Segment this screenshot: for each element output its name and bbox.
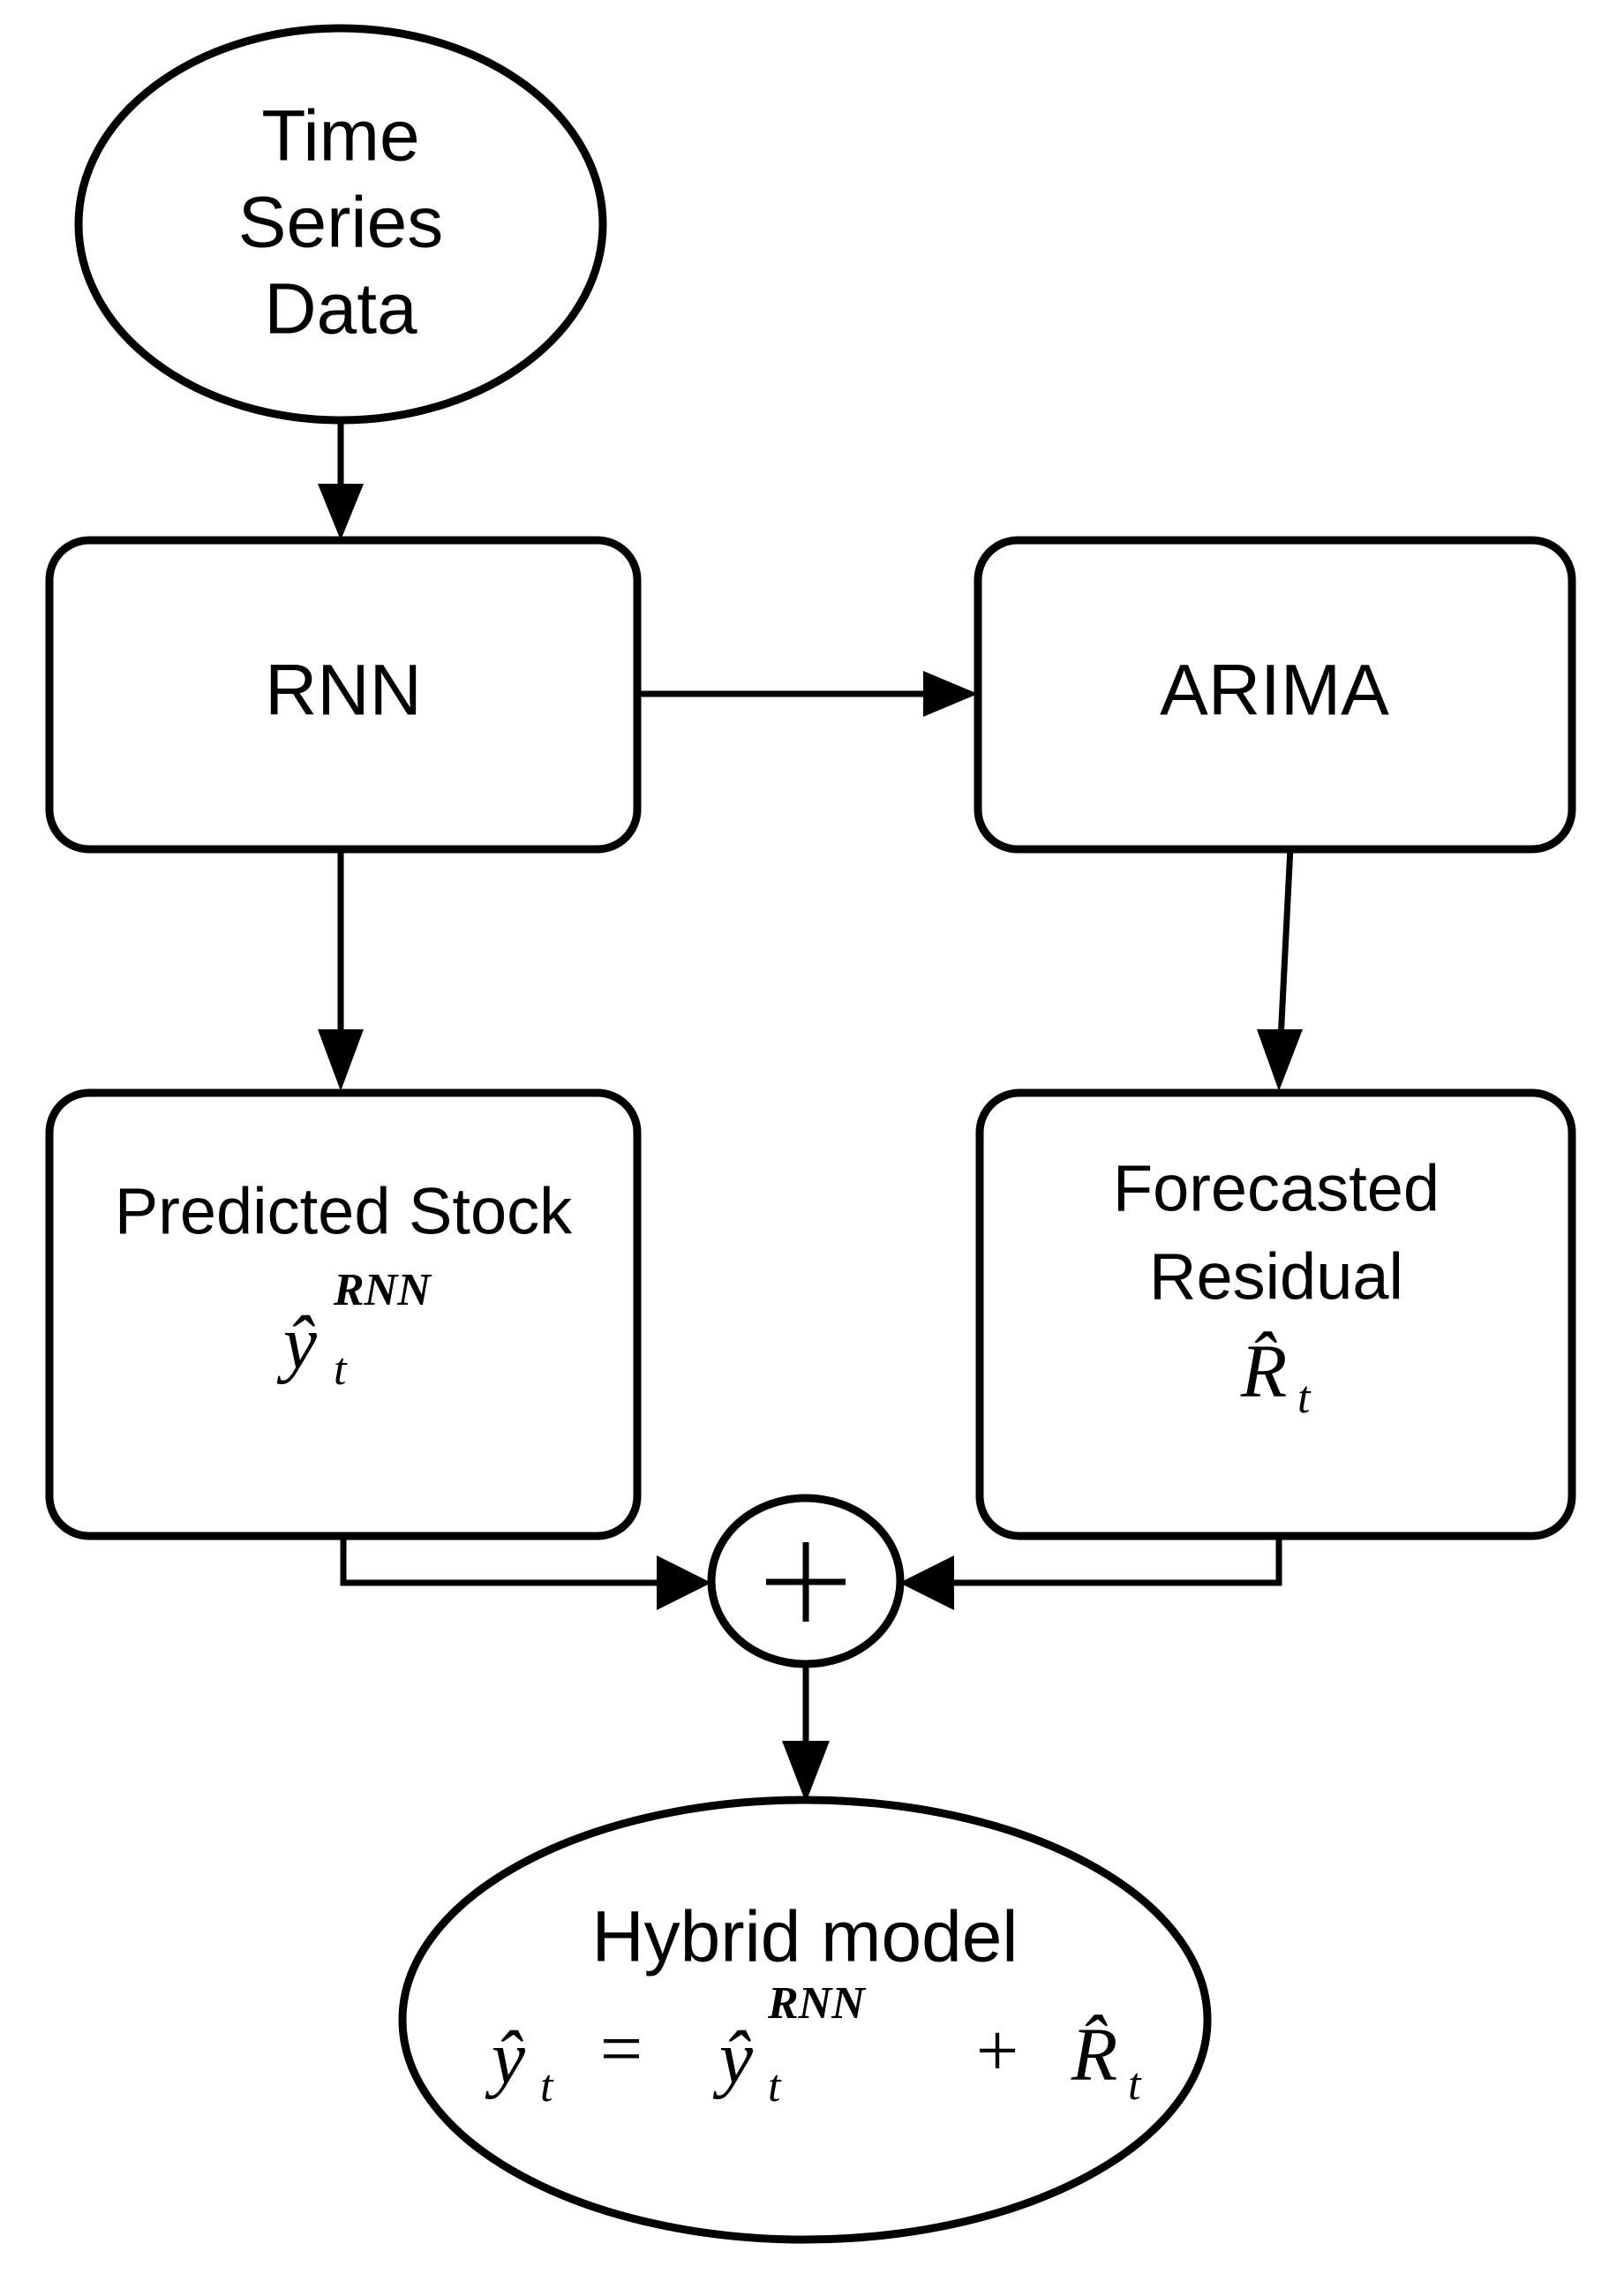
edge-predicted-stock-to-sum bbox=[340, 1536, 711, 1610]
predicted-stock-line-1: Predicted Stock bbox=[115, 1175, 573, 1248]
predicted-stock-formula: ŷ t RNN bbox=[276, 1265, 432, 1395]
hybrid-model-line-1: Hybrid model bbox=[591, 1897, 1018, 1977]
node-arima[interactable]: ARIMA bbox=[974, 536, 1576, 854]
hybrid-model-equation: ŷ t = ŷ t RNN + R̂ t bbox=[485, 1978, 1142, 2112]
node-rnn[interactable]: RNN bbox=[45, 536, 642, 854]
forecasted-residual-formula-sub: t bbox=[1297, 1373, 1312, 1423]
rnn-label: RNN bbox=[265, 651, 422, 731]
forecasted-residual-box bbox=[975, 1088, 1576, 1540]
predicted-stock-formula-base: ŷ bbox=[276, 1300, 318, 1385]
predicted-stock-box bbox=[45, 1088, 642, 1540]
node-predicted-stock[interactable]: Predicted Stock ŷ t RNN bbox=[45, 1088, 642, 1540]
edge-time-series-to-rnn bbox=[318, 415, 364, 540]
forecasted-residual-formula: R̂ t bbox=[1240, 1329, 1312, 1423]
rnn-box bbox=[45, 536, 642, 854]
arrow-head-down bbox=[1257, 1029, 1303, 1091]
forecasted-residual-formula-base: R̂ bbox=[1240, 1329, 1288, 1413]
forecasted-residual-line-1: Forecasted bbox=[1113, 1152, 1440, 1225]
equation-rhs-sub: t bbox=[768, 2061, 782, 2112]
edge-rnn-to-arima bbox=[637, 671, 978, 717]
edge-arima-to-forecasted-residual bbox=[1257, 847, 1303, 1091]
edge-forecasted-residual-to-sum bbox=[899, 1536, 1282, 1610]
arrow-head-down bbox=[318, 1029, 364, 1091]
equation-rhs-sup: RNN bbox=[767, 1978, 867, 2029]
equation-lhs-base: ŷ bbox=[485, 2015, 526, 2100]
time-series-line-3: Data bbox=[264, 269, 417, 350]
time-series-line-2: Series bbox=[238, 183, 443, 263]
arima-box bbox=[974, 536, 1576, 854]
equation-rhs-base: ŷ bbox=[712, 2015, 754, 2100]
arima-label: ARIMA bbox=[1160, 651, 1389, 731]
arrow-head-down bbox=[318, 484, 364, 540]
node-sum-junction[interactable] bbox=[707, 1494, 905, 1668]
predicted-stock-formula-sup: RNN bbox=[333, 1265, 432, 1315]
edge-rnn-to-predicted-stock bbox=[318, 847, 364, 1091]
time-series-line-1: Time bbox=[261, 96, 419, 177]
arrow-head-right bbox=[923, 671, 978, 717]
node-hybrid-model[interactable]: Hybrid model ŷ t = ŷ t RNN + R̂ t bbox=[398, 1796, 1212, 2244]
equation-equals: = bbox=[600, 2007, 643, 2091]
equation-term-sub: t bbox=[1128, 2059, 1142, 2110]
edge-sum-to-hybrid-model bbox=[782, 1663, 830, 1803]
forecasted-residual-line-2: Residual bbox=[1149, 1240, 1403, 1314]
arrow-head-right bbox=[657, 1555, 711, 1610]
arrow-head-left bbox=[899, 1555, 954, 1610]
node-forecasted-residual[interactable]: Forecasted Residual R̂ t bbox=[975, 1088, 1576, 1540]
arrow-head-down bbox=[782, 1741, 830, 1803]
time-series-ellipse bbox=[74, 24, 607, 425]
equation-term-base: R̂ bbox=[1071, 2012, 1118, 2097]
equation-lhs-sub: t bbox=[540, 2061, 554, 2112]
equation-plus: + bbox=[976, 2008, 1019, 2093]
predicted-stock-formula-sub: t bbox=[334, 1344, 348, 1395]
node-time-series-data[interactable]: Time Series Data bbox=[74, 24, 607, 425]
hybrid-model-ellipse bbox=[398, 1796, 1212, 2244]
